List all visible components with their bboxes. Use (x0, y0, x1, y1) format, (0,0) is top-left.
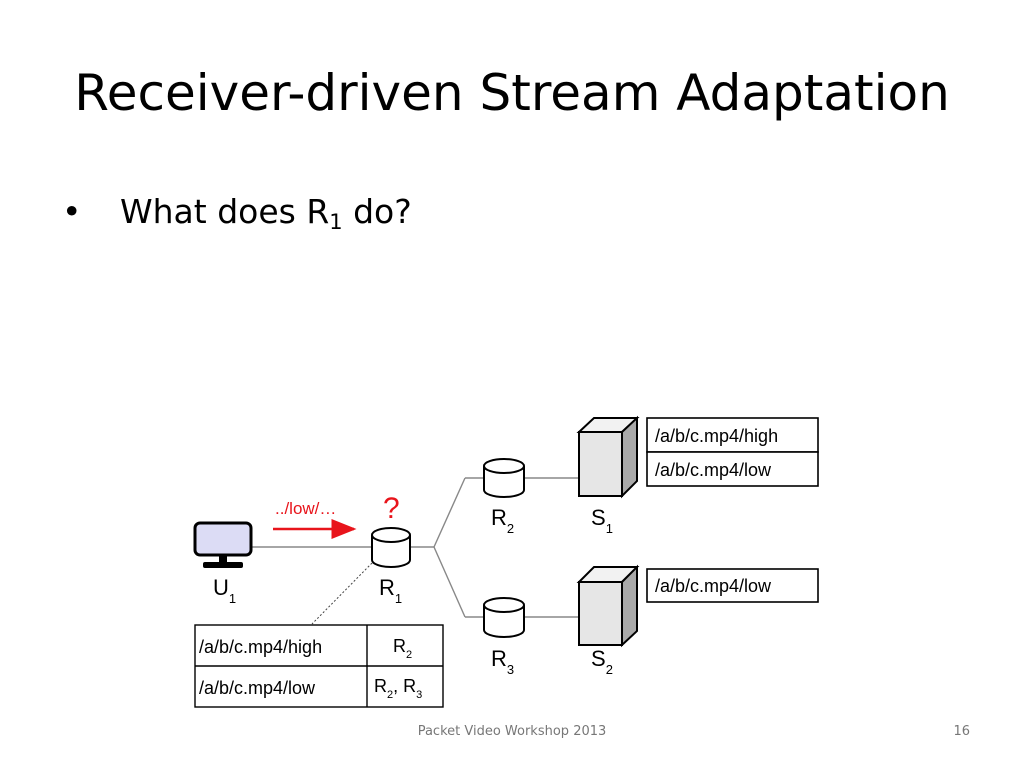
fib-row1-prefix: /a/b/c.mp4/high (199, 637, 322, 657)
bullet-text-prefix: What does R (120, 192, 330, 231)
link-hub-r2 (433, 477, 466, 548)
r1-label: R1 (379, 575, 402, 606)
fib-table: /a/b/c.mp4/high R2 /a/b/c.mp4/low R2, R3 (194, 624, 444, 708)
s2-label: S2 (591, 646, 613, 677)
r2-label: R2 (491, 505, 514, 536)
server-s2-icon (576, 564, 640, 648)
s1-content-table: /a/b/c.mp4/high /a/b/c.mp4/low (646, 417, 819, 487)
s2-content-low: /a/b/c.mp4/low (655, 576, 772, 596)
u1-label: U1 (213, 575, 236, 606)
question-mark: ? (383, 492, 400, 525)
s2-content-table: /a/b/c.mp4/low (646, 568, 819, 603)
bullet-text-sub: 1 (329, 210, 343, 234)
fib-pointer-line (311, 562, 373, 625)
fib-row1-face: R2 (393, 636, 412, 661)
slide-title: Receiver-driven Stream Adaptation (74, 64, 950, 122)
s1-label: S1 (591, 505, 613, 536)
footer-text: Packet Video Workshop 2013 (417, 724, 607, 739)
fib-row2-faces: R2, R3 (374, 676, 422, 701)
s1-content-low: /a/b/c.mp4/low (655, 460, 772, 480)
link-hub-r3 (433, 546, 466, 618)
bullet-text: What does R1 do? (120, 192, 412, 234)
r3-label: R3 (491, 646, 514, 677)
bullet-marker: • (62, 192, 82, 231)
request-label: ../low/… (275, 499, 336, 518)
router-r2-icon (483, 458, 525, 498)
fib-row2-prefix: /a/b/c.mp4/low (199, 678, 316, 698)
page-number: 16 (953, 724, 970, 739)
server-s1-icon (576, 415, 640, 499)
router-r3-icon (483, 597, 525, 638)
router-r1-icon (371, 527, 411, 568)
bullet-text-suffix: do? (342, 192, 412, 231)
monitor-icon (193, 521, 253, 568)
s1-content-high: /a/b/c.mp4/high (655, 426, 778, 446)
